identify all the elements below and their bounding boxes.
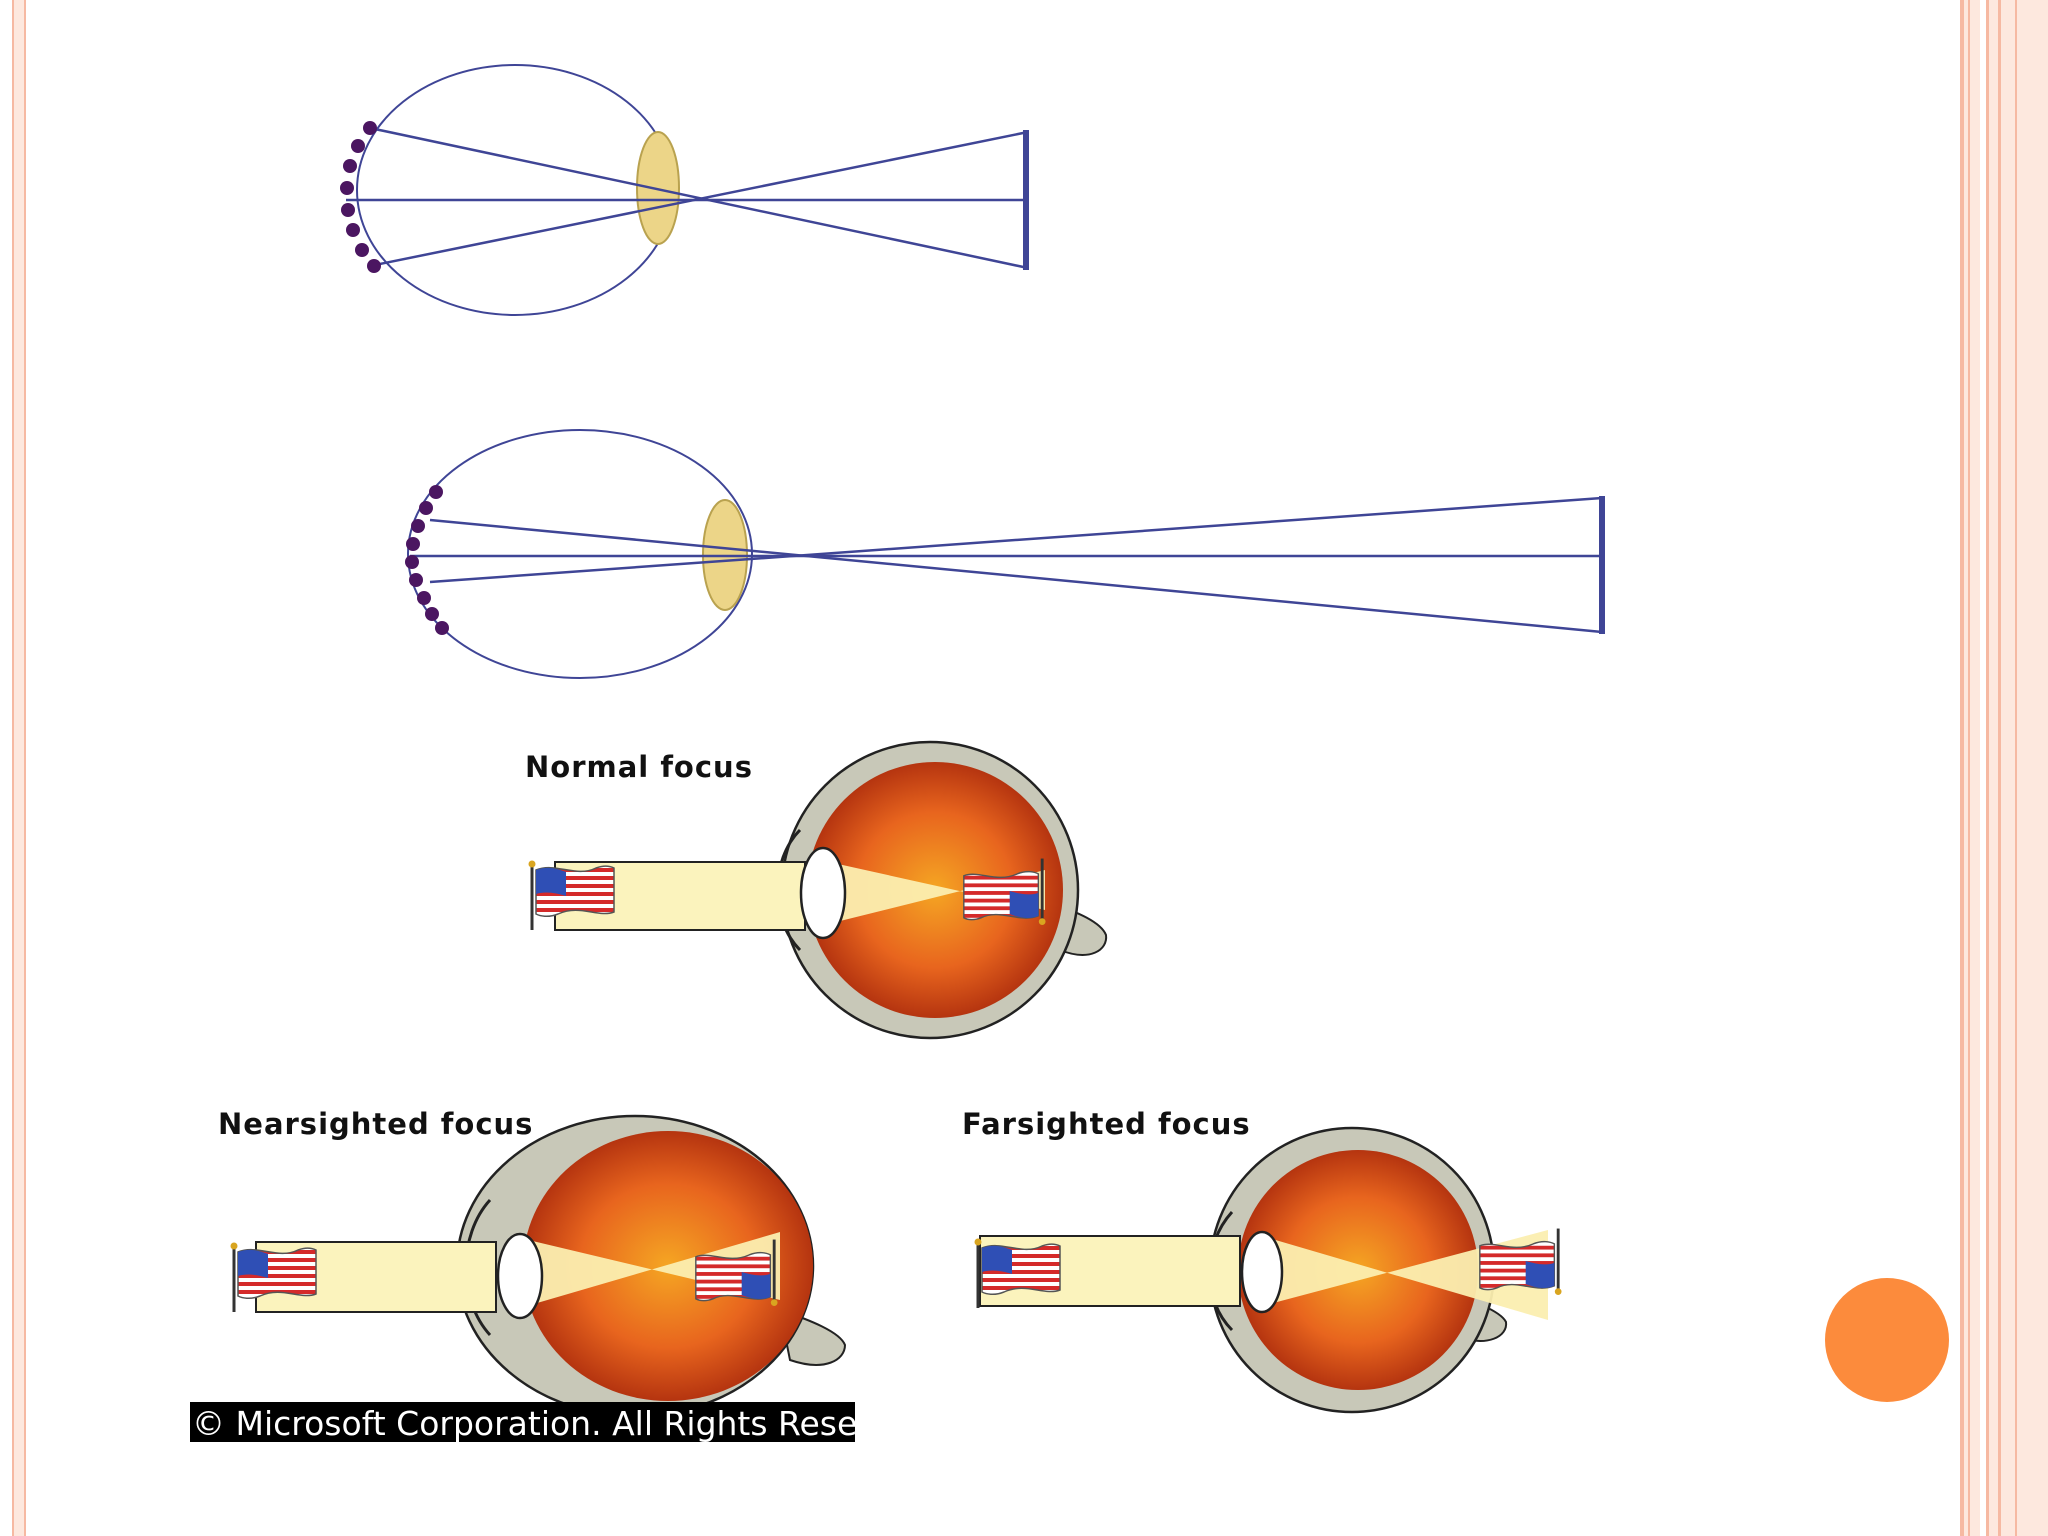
ray-diagram-top [340,64,1029,316]
refracted-beam [1262,1230,1548,1320]
eyeball-outline [407,429,753,679]
right-frame-band [1960,0,2048,1536]
refracted-beam [520,1232,780,1308]
retina-dots [405,485,449,635]
nearsighted-focus-label: Nearsighted focus [218,1107,533,1141]
copyright-banner [190,1402,855,1442]
left-frame-band [12,0,26,1536]
eye-lens [1240,1230,1284,1314]
refracted-beam [820,860,1045,926]
right-frame-line-2 [1968,0,1970,1536]
nearsighted-focus-illustration: Nearsighted focus © Microsoft Corporatio… [190,1107,942,1443]
accent-circle [1825,1278,1949,1402]
eyeball-outline [356,64,674,316]
eye-lens [496,1232,544,1320]
retina-dots [340,121,381,273]
right-frame-line-5 [1998,0,2001,1536]
rays [410,496,1603,634]
copyright-text: © Microsoft Corporation. All Rights Rese… [192,1404,942,1443]
farsighted-focus-illustration: Farsighted focus [962,1107,1562,1414]
normal-focus-label: Normal focus [525,750,753,784]
right-frame-line-6 [2015,0,2017,1536]
right-frame-line-1 [1960,0,1964,1536]
eye-lens [799,846,847,940]
farsighted-focus-label: Farsighted focus [962,1107,1251,1141]
right-frame-line-4 [1986,0,1989,1536]
right-frame-line-3 [1980,0,1986,1536]
ray-diagram-bottom [405,429,1605,679]
normal-focus-illustration: Normal focus [525,740,1108,1040]
rays [346,126,1029,270]
